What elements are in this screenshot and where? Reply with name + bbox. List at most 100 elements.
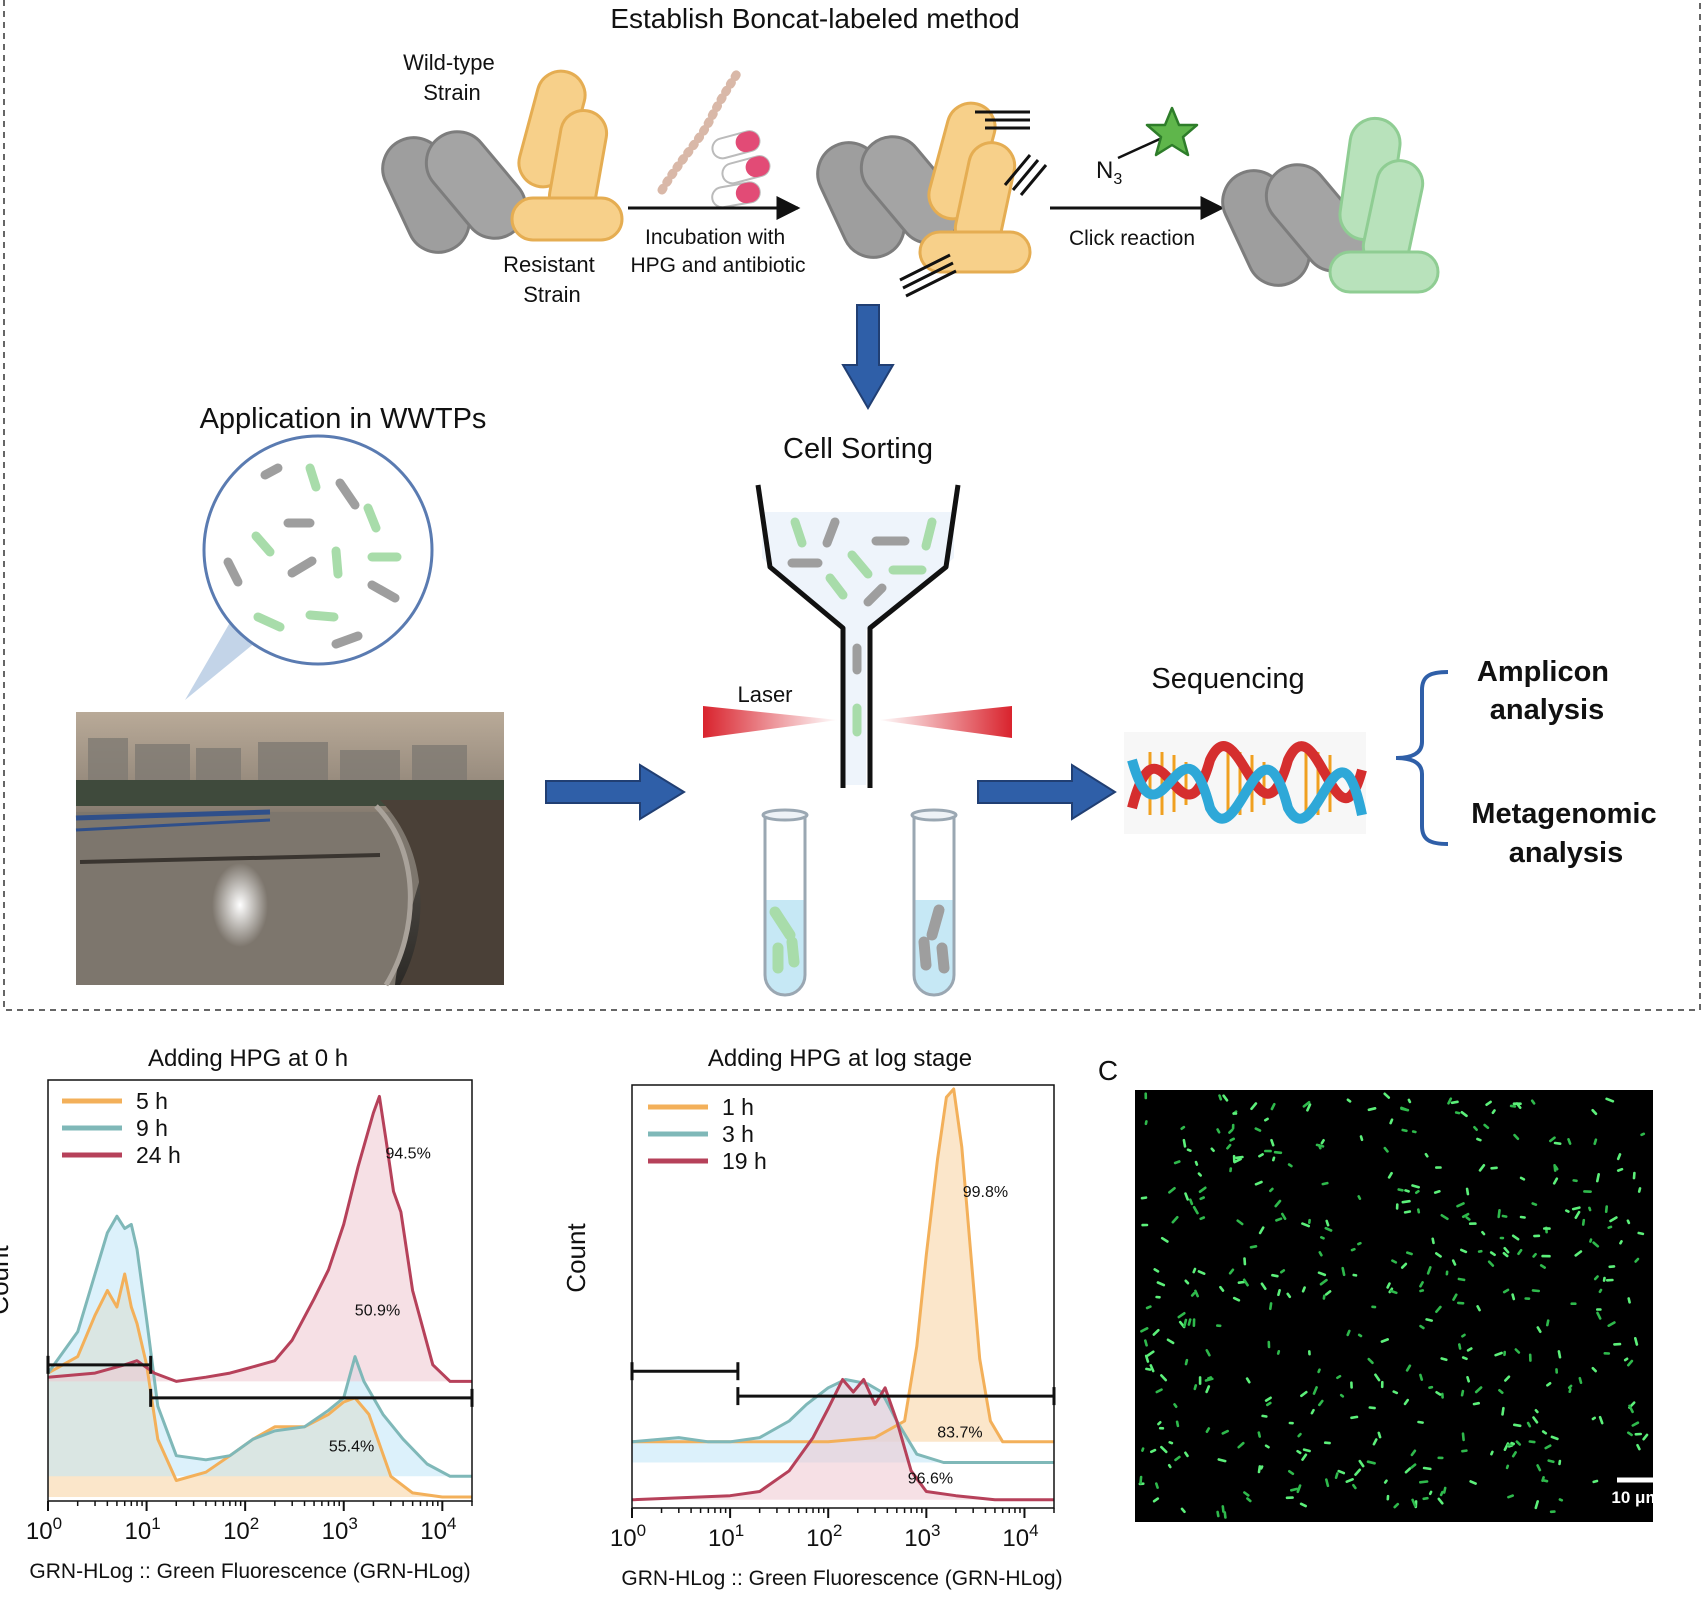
series-line-1 xyxy=(631,1378,1054,1464)
cell-dot xyxy=(1532,1416,1539,1424)
cell-dot xyxy=(1357,1241,1362,1246)
cell-dot xyxy=(1222,1094,1229,1102)
cell-dot xyxy=(1140,1327,1149,1333)
cell-dot xyxy=(1502,1251,1509,1258)
cell-dot xyxy=(1591,1366,1597,1373)
cell-dot xyxy=(1237,1280,1246,1284)
cell-dot xyxy=(1469,1480,1477,1485)
cell-dot xyxy=(1490,1166,1498,1170)
cell-dot xyxy=(1547,1459,1555,1464)
cell-dot xyxy=(1374,1373,1381,1382)
cell-dot xyxy=(1153,1268,1160,1273)
cell-dot xyxy=(1530,1099,1536,1105)
cell-dot xyxy=(1640,1132,1646,1137)
cell-dot xyxy=(1389,1118,1394,1125)
cell-dot xyxy=(1357,1333,1363,1338)
cell-dot xyxy=(1152,1328,1160,1336)
cell-dot xyxy=(1218,1094,1223,1101)
cell-dot xyxy=(1183,1318,1188,1328)
cell-dot xyxy=(1260,1282,1267,1290)
cell-dot xyxy=(1301,1286,1306,1293)
strain-group-original xyxy=(381,69,624,254)
cell-dot xyxy=(1168,1186,1176,1194)
resistant-label: Resistant Strain xyxy=(503,252,601,307)
series-line-2 xyxy=(631,1378,1054,1502)
cell-dot xyxy=(1389,1289,1398,1295)
cell-dot xyxy=(1302,1448,1311,1453)
cell-dot xyxy=(1264,1444,1270,1449)
cell-dot xyxy=(1237,1441,1245,1449)
cell-dot xyxy=(1511,1234,1520,1241)
cell-dot xyxy=(1550,1435,1559,1441)
cell-dot xyxy=(1476,1137,1482,1142)
cell-dot xyxy=(1290,1487,1299,1492)
cell-dot xyxy=(1302,1100,1311,1108)
cell-dot xyxy=(1426,1266,1432,1275)
cell-dot xyxy=(1460,1248,1468,1254)
cell-dot xyxy=(1306,1103,1312,1112)
cell-dot xyxy=(1281,1212,1287,1220)
cell-dot xyxy=(1155,1388,1163,1394)
cell-dot xyxy=(1591,1416,1596,1421)
cell-dot xyxy=(1626,1219,1631,1225)
cell-dot xyxy=(1372,1438,1378,1446)
cell-dot xyxy=(1367,1357,1374,1365)
cell-dot xyxy=(1419,1480,1429,1484)
cell-dot xyxy=(1350,1415,1359,1420)
cell-dot xyxy=(1192,1205,1199,1215)
cell-dot xyxy=(1511,1451,1517,1458)
cell-dot xyxy=(1473,1125,1478,1131)
cell-dot xyxy=(1377,1431,1382,1439)
cell-dot xyxy=(1155,1482,1159,1489)
hpg-and-antibiotic-icon xyxy=(657,67,771,209)
cell-dot xyxy=(1616,1153,1622,1161)
cell-dot xyxy=(1319,1278,1328,1286)
x-tick-label: 100 xyxy=(610,1521,646,1552)
cell-dot xyxy=(1315,1143,1325,1148)
cell-dot xyxy=(1207,1376,1213,1380)
legend-label-2: 24 h xyxy=(136,1142,181,1168)
cell-dot xyxy=(1619,1240,1623,1245)
panel-c-label: C xyxy=(1098,1055,1118,1086)
cell-dot xyxy=(1627,1431,1633,1437)
cell-dot xyxy=(1553,1141,1562,1145)
percent-annotation-1: 50.9% xyxy=(355,1302,400,1319)
cell-dot xyxy=(1192,1267,1197,1274)
cell-dot xyxy=(1180,1507,1186,1514)
x-axis-label: GRN-HLog :: Green Fluorescence (GRN-HLog… xyxy=(621,1567,1062,1590)
cell-dot xyxy=(1401,1128,1408,1133)
cell-dot xyxy=(1286,1292,1292,1299)
cell-dot xyxy=(1264,1396,1272,1402)
cell-dot xyxy=(1627,1297,1631,1304)
cell-dot xyxy=(1254,1180,1263,1186)
cell-dot xyxy=(1325,1478,1330,1488)
cell-dot xyxy=(1623,1357,1629,1362)
cell-dot xyxy=(1219,1285,1225,1292)
percent-annotation-1: 83.7% xyxy=(937,1425,982,1442)
cell-dot xyxy=(1272,1156,1276,1162)
cell-dot xyxy=(1574,1250,1583,1257)
cell-dot xyxy=(1419,1281,1424,1288)
cell-dot xyxy=(1502,1288,1510,1294)
cell-dot xyxy=(1532,1252,1537,1258)
cell-dot xyxy=(1605,1097,1615,1103)
cell-dot xyxy=(1534,1500,1539,1510)
x-tick-label: 102 xyxy=(806,1521,842,1552)
cell-dot xyxy=(1190,1292,1196,1297)
cell-dot xyxy=(1383,1092,1391,1099)
cell-dot xyxy=(1160,1445,1168,1454)
cell-dot xyxy=(1526,1421,1532,1428)
cell-dot xyxy=(1536,1464,1542,1472)
cell-dot xyxy=(1404,1189,1410,1193)
cell-dot xyxy=(1637,1187,1642,1193)
cell-dot xyxy=(1406,1251,1413,1256)
cell-dot xyxy=(1428,1490,1433,1496)
cell-dot xyxy=(1168,1441,1174,1445)
cell-dot xyxy=(1270,1102,1276,1111)
percent-annotation-2: 96.6% xyxy=(908,1470,953,1487)
cell-dot xyxy=(1324,1226,1333,1232)
laser-label: Laser xyxy=(737,682,792,707)
cell-dot xyxy=(1456,1202,1465,1208)
